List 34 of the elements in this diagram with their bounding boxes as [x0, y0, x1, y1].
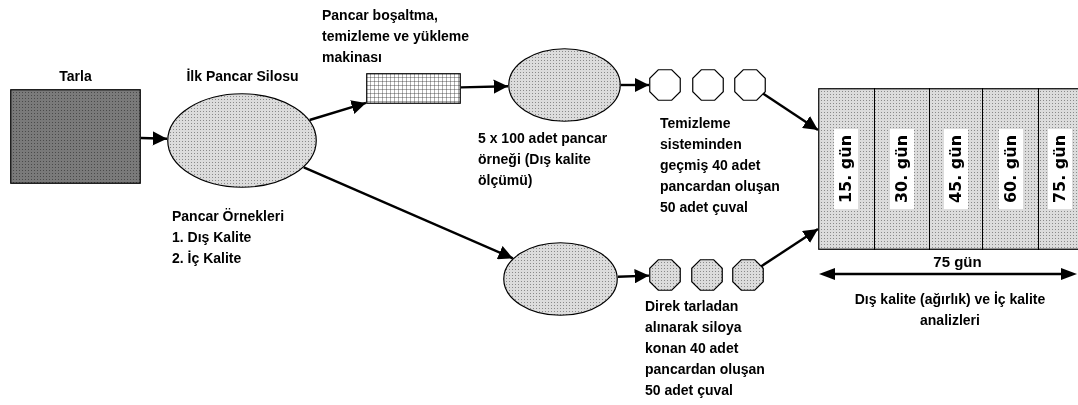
node-caption: 1. Dış Kalite	[172, 228, 253, 247]
sack-octagon	[649, 69, 681, 101]
node-caption: Dış kalite (ağırlık) ve İç kalite analizleri	[853, 290, 1047, 330]
node-caption: 2. İç Kalite	[172, 249, 243, 268]
machine-box	[366, 73, 461, 104]
node-caption: Temizleme sisteminden geçmiş 40 adet pancardan oluşan 50 adet çuval	[660, 114, 781, 217]
node-caption: Direk tarladan alınarak siloya konan 40 adet pancardan oluşan 50 adet çuval	[645, 297, 766, 400]
node-title: Pancar boşaltma, temizleme ve yükleme makinası	[322, 6, 471, 67]
arrow	[303, 166, 514, 260]
node-caption: Pancar Örnekleri	[172, 207, 286, 226]
sack-octagon	[649, 259, 681, 291]
silo-ellipse	[167, 93, 317, 188]
node-caption: 5 x 100 adet pancar örneği (Dış kalite ölçümü)	[478, 129, 609, 190]
sack-octagon	[732, 259, 764, 291]
sack-octagon	[692, 69, 724, 101]
arrow	[140, 131, 168, 146]
arrow	[762, 92, 819, 131]
storage-box	[818, 88, 1078, 250]
sack-octagon	[691, 259, 723, 291]
sample-ellipse	[503, 242, 618, 316]
arrow	[309, 100, 367, 122]
day-label: 45. gün	[944, 128, 968, 210]
sack-octagon	[734, 69, 766, 101]
day-label: 30. gün	[890, 128, 914, 210]
day-label: 15. gün	[834, 128, 858, 210]
arrow	[460, 79, 509, 94]
arrow	[617, 268, 650, 284]
field-box	[10, 89, 141, 184]
node-title: Tarla	[58, 67, 93, 86]
node-title: İlk Pancar Silosu	[185, 67, 300, 86]
dimension-label: 75 gün	[932, 253, 983, 271]
arrow	[621, 77, 649, 93]
sample-ellipse	[508, 48, 621, 122]
arrow	[760, 228, 819, 268]
